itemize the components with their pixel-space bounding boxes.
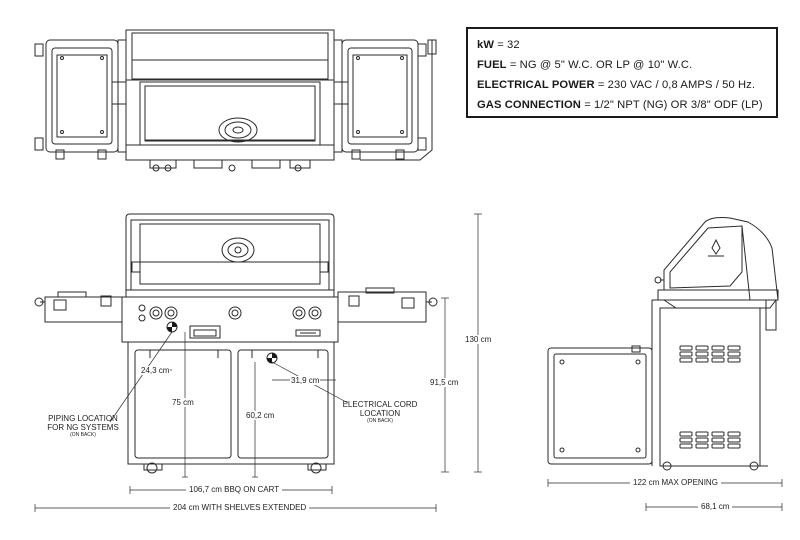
- front-dimension-lines: [34, 213, 482, 512]
- electrical-cord-callout: ELECTRICAL CORD LOCATION (ON BACK): [334, 400, 426, 424]
- dim-height-shelf: 91,5 cm: [430, 378, 459, 387]
- callout-text: PIPING LOCATION: [48, 414, 118, 423]
- dim-width-shelves: 204 cm WITH SHELVES EXTENDED: [170, 503, 310, 512]
- spec-row-fuel: FUEL = NG @ 5" W.C. OR LP @ 10" W.C.: [477, 55, 776, 75]
- callout-note: (ON BACK): [70, 432, 96, 438]
- dim-width-bbq-cart: 106,7 cm BBQ ON CART: [186, 485, 283, 494]
- spec-value: = 230 VAC / 0,8 AMPS / 50 Hz.: [597, 79, 756, 91]
- vent-slots-upper: [679, 345, 741, 363]
- dim-height-total: 130 cm: [465, 335, 492, 344]
- dim-piping-offset: 24,3 cm: [140, 366, 171, 375]
- dim-cord-height: 60,2 cm: [246, 411, 275, 420]
- spec-row-gas: GAS CONNECTION = 1/2" NPT (NG) OR 3/8" O…: [477, 95, 776, 115]
- spec-key: kW: [477, 39, 494, 51]
- callout-text: ELECTRICAL CORD: [342, 400, 418, 409]
- dim-piping-height: 75 cm: [172, 398, 194, 407]
- spec-value: = NG @ 5" W.C. OR LP @ 10" W.C.: [509, 59, 693, 71]
- top-view: [34, 29, 437, 172]
- spec-key: GAS CONNECTION: [477, 99, 581, 111]
- spec-row-electrical: ELECTRICAL POWER = 230 VAC / 0,8 AMPS / …: [477, 75, 776, 95]
- piping-location-callout: PIPING LOCATION FOR NG SYSTEMS (ON BACK): [30, 414, 136, 438]
- callout-note: (ON BACK): [367, 418, 393, 424]
- spec-key: ELECTRICAL POWER: [477, 79, 595, 91]
- spec-row-kw: kW = 32: [477, 35, 776, 55]
- callout-text: FOR NG SYSTEMS: [47, 423, 119, 432]
- dim-max-opening: 122 cm MAX OPENING: [630, 478, 721, 487]
- spec-key: FUEL: [477, 59, 507, 71]
- side-view: [547, 217, 779, 471]
- vent-slots-lower: [679, 431, 741, 449]
- spec-box: kW = 32 FUEL = NG @ 5" W.C. OR LP @ 10" …: [466, 27, 778, 118]
- callout-text: LOCATION: [359, 409, 401, 418]
- spec-value: = 32: [497, 39, 520, 51]
- spec-value: = 1/2" NPT (NG) OR 3/8" ODF (LP): [584, 99, 763, 111]
- front-view: [34, 213, 438, 474]
- dim-cord-offset: 31,9 cm: [290, 376, 321, 385]
- dim-depth: 68,1 cm: [698, 502, 733, 511]
